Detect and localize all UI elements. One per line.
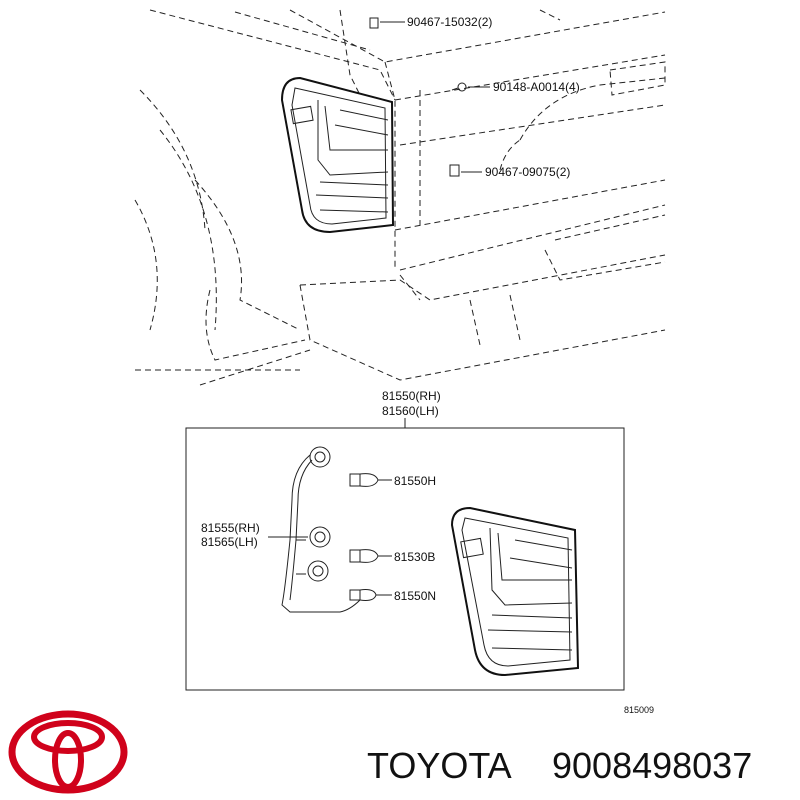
socket-label-lh: 81565(LH) <box>201 535 258 549</box>
assembly-label-lh: 81560(LH) <box>382 404 439 418</box>
bulb-81530b <box>349 549 392 563</box>
tail-lamp-exploded <box>450 506 580 677</box>
figure-code: 815009 <box>624 705 654 715</box>
brand-name: TOYOTA <box>367 745 512 786</box>
toyota-logo <box>8 710 128 794</box>
vehicle-body-outline <box>134 9 666 386</box>
part-label-90467-15032: 90467-15032(2) <box>407 15 492 29</box>
bulb-label-81550h: 81550H <box>394 474 436 488</box>
bulb-81550n <box>349 589 392 601</box>
bulb-81550h <box>349 473 392 487</box>
part-number: 9008498037 <box>552 745 752 786</box>
fastener-screw <box>451 82 490 92</box>
part-label-90467-09075: 90467-09075(2) <box>485 165 570 179</box>
bulb-label-81550n: 81550N <box>394 589 436 603</box>
socket-wire-harness <box>281 446 361 613</box>
bulb-label-81530b: 81530B <box>394 550 435 564</box>
fastener-clip-2 <box>449 164 482 177</box>
tail-lamp-installed <box>280 76 395 234</box>
fastener-clip-1 <box>369 17 405 29</box>
assembly-box <box>185 427 625 691</box>
assembly-label-rh: 81550(RH) <box>382 389 441 403</box>
part-label-90148-A0014: 90148-A0014(4) <box>493 80 580 94</box>
socket-label-rh: 81555(RH) <box>201 521 260 535</box>
